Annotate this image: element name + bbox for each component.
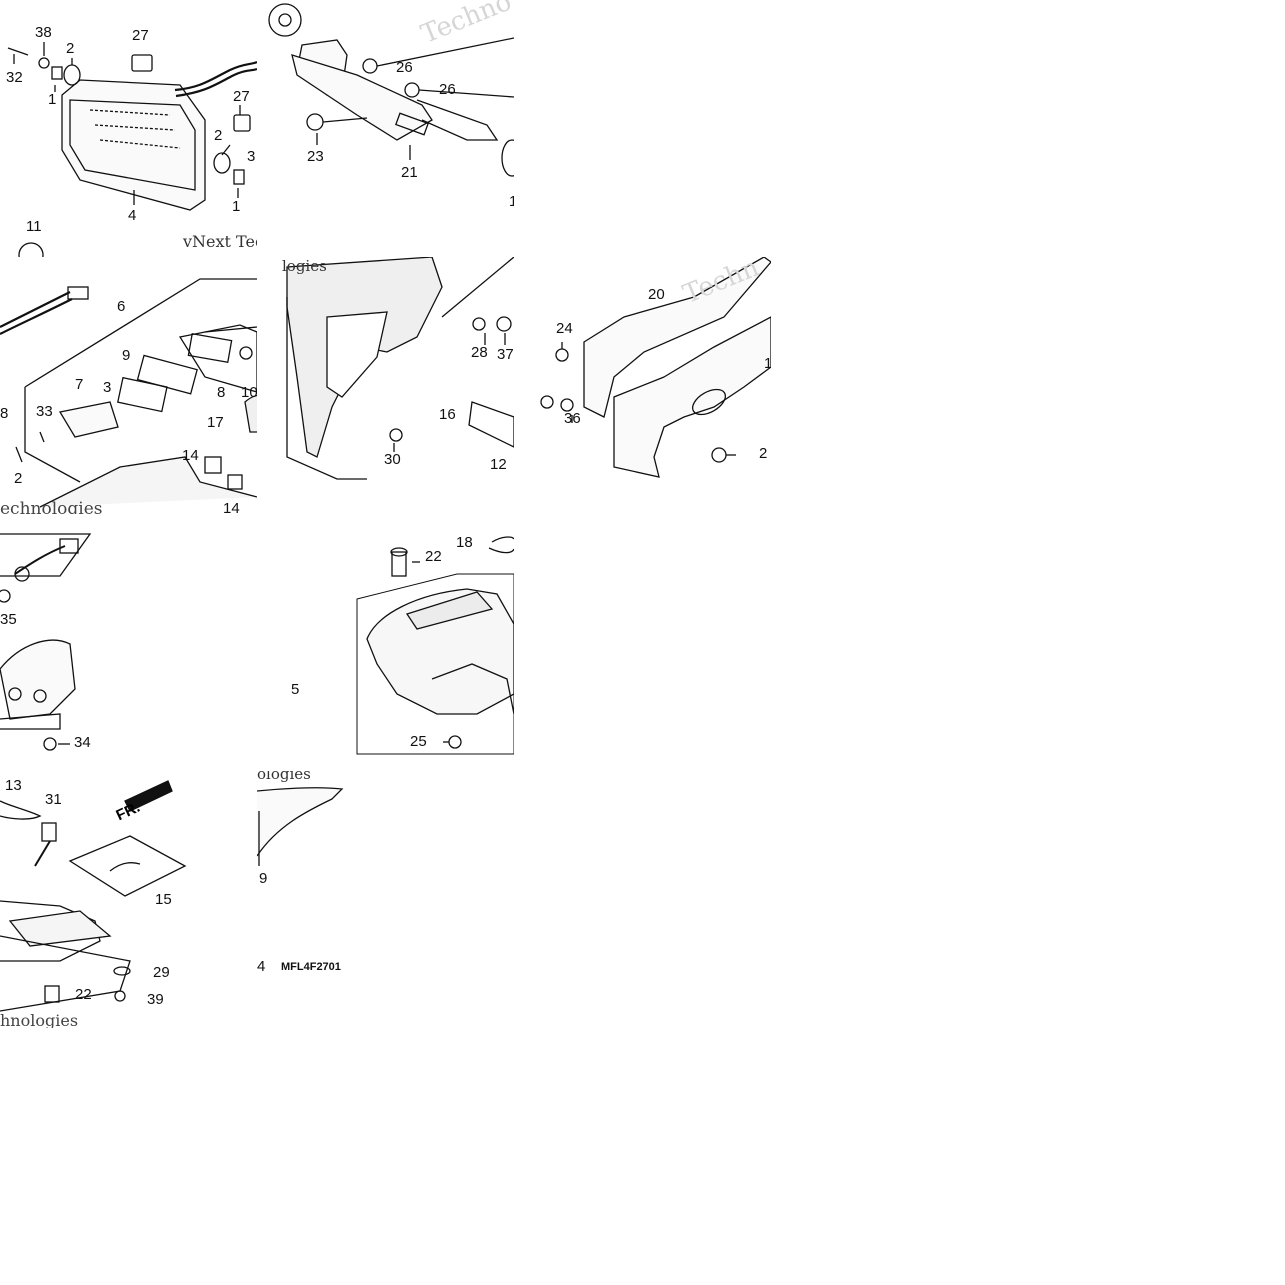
callout: 16 [439,406,456,423]
callout: 35 [0,611,17,628]
callout: 7 [75,376,84,393]
callout: 6 [117,298,126,315]
callout: 31 [45,791,62,808]
callout: 23 [307,148,324,165]
under-cover-drawing [0,780,187,1012]
callout: 2 [14,470,23,487]
tile-rear-fender: logies 28 37 16 30 12 [257,257,514,514]
callout: 33 [36,403,53,420]
callout: 9 [122,347,131,364]
tail-light-drawing [7,42,257,257]
callout: 2 [759,445,768,462]
callout: 14 [182,447,199,464]
callout: 28 [471,344,488,361]
diagram-code: MFL4F2701 [281,961,341,973]
rear-frame-drawing [540,257,771,478]
tile-tail-light: 32 38 2 1 27 27 2 3 1 4 11 vNext Tec [0,0,257,257]
callout: 32 [6,69,23,86]
callout: 1 [48,91,57,108]
callout: 30 [384,451,401,468]
tile-rear-frame: Techn 20 24 36 1 2 [514,257,771,514]
callout: 27 [132,27,149,44]
callout: 27 [233,88,250,105]
plate-bracket-drawing [268,3,514,177]
tile-trim-code: ologies 9 4 MFL4F2701 [257,771,514,1028]
callout: 2 [214,127,223,144]
callout: 22 [425,548,442,565]
rear-cowl-drawing [356,536,514,755]
tile-plate-bracket: Techno 26 26 23 21 1 [257,0,514,257]
side-parts-drawing [0,533,92,751]
callout: 34 [74,734,91,751]
callout: 8 [0,405,9,422]
callout: 26 [396,59,413,76]
callout: 1 [764,355,771,372]
callout: 13 [5,777,22,794]
watermark: vNext Tec [183,232,257,251]
callout: 18 [456,534,473,551]
callout: 36 [564,410,581,427]
callout: 24 [556,320,573,337]
license-light-drawing [0,278,257,508]
callout: 5 [291,681,300,698]
callout: 25 [410,733,427,750]
watermark: echnologies [0,499,103,514]
callout: 15 [155,891,172,908]
tile-under-cover: FR. 13 31 15 29 22 39 hnologies [0,771,257,1028]
callout: 1 [509,193,514,210]
callout: 3 [103,379,112,396]
callout: 2 [66,40,75,57]
callout: 8 [217,384,226,401]
callout: 14 [223,500,240,514]
callout: 39 [147,991,164,1008]
tile-license-light: 6 9 7 3 8 10 33 8 17 11 14 14 2 echnolog… [0,257,257,514]
trim-drawing [257,787,344,866]
callout: 17 [207,414,224,431]
callout: 11 [256,452,257,467]
page-marker: 4 [257,958,266,975]
callout: 3 [247,148,256,165]
callout: 38 [35,24,52,41]
callout: 29 [153,964,170,981]
callout: 4 [128,207,137,224]
callout: 11 [26,218,42,235]
tile-side-parts: 35 34 [0,514,257,771]
callout: 1 [232,198,241,215]
callout: 12 [490,456,507,473]
callout: 20 [648,286,665,303]
watermark: logies [282,257,327,275]
watermark: hnologies [0,1011,79,1028]
rear-fender-drawing [286,257,514,480]
callout: 10 [241,384,257,401]
watermark: ologies [257,771,311,783]
callout: 37 [497,346,514,363]
tile-rear-cowl: 22 18 5 25 [257,514,514,771]
callout: 26 [439,81,456,98]
callout: 21 [401,164,418,181]
callout: 9 [259,870,268,887]
callout: 22 [75,986,92,1003]
